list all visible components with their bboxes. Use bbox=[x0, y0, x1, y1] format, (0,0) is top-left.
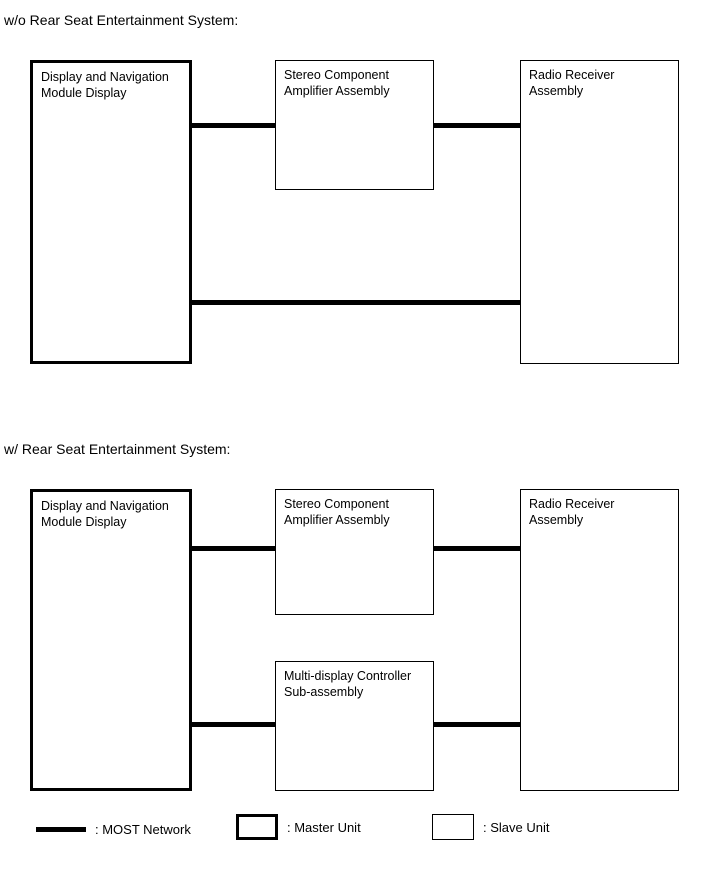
unit-box-radio-receiver-assembly-d1[interactable]: Radio Receiver Assembly bbox=[520, 60, 679, 364]
unit-box-stereo-component-amplifier-assembly-d2[interactable]: Stereo Component Amplifier Assembly bbox=[275, 489, 434, 615]
legend-label-master-unit: : Master Unit bbox=[287, 819, 361, 835]
unit-label: Display and Navigation Module Display bbox=[41, 499, 169, 529]
unit-box-display-and-navigation-module-display-d1[interactable]: Display and Navigation Module Display bbox=[30, 60, 192, 364]
legend-item-master-unit: : Master Unit bbox=[236, 813, 361, 841]
unit-label: Display and Navigation Module Display bbox=[41, 70, 169, 100]
unit-label: Multi-display Controller Sub-assembly bbox=[284, 669, 412, 699]
unit-box-stereo-component-amplifier-assembly-d1[interactable]: Stereo Component Amplifier Assembly bbox=[275, 60, 434, 190]
unit-box-display-and-navigation-module-display-d2[interactable]: Display and Navigation Module Display bbox=[30, 489, 192, 791]
legend-item-most-network: : MOST Network bbox=[36, 815, 191, 843]
legend-label-slave-unit: : Slave Unit bbox=[483, 819, 550, 835]
most-network-line-d2-amplifier-to-radio bbox=[432, 546, 522, 551]
unit-box-radio-receiver-assembly-d2[interactable]: Radio Receiver Assembly bbox=[520, 489, 679, 791]
unit-label: Radio Receiver Assembly bbox=[529, 497, 615, 527]
most-network-line-d2-display-to-amplifier bbox=[190, 546, 277, 551]
most-network-line-d2-display-to-multidisplay-controller bbox=[190, 722, 277, 727]
unit-label: Radio Receiver Assembly bbox=[529, 68, 615, 98]
most-network-line-d1-display-to-amplifier bbox=[190, 123, 277, 128]
legend-label-most-network: : MOST Network bbox=[95, 821, 191, 837]
legend: : MOST Network : Master Unit : Slave Uni… bbox=[0, 805, 713, 865]
section-title-with-rse: w/ Rear Seat Entertainment System: bbox=[4, 441, 231, 457]
unit-box-multi-display-controller-sub-assembly-d2[interactable]: Multi-display Controller Sub-assembly bbox=[275, 661, 434, 791]
master-unit-box-icon bbox=[236, 814, 278, 840]
most-network-line-d1-amplifier-to-radio bbox=[432, 123, 522, 128]
most-network-line-d1-display-to-radio bbox=[190, 300, 522, 305]
most-network-line-icon bbox=[36, 826, 86, 832]
legend-item-slave-unit: : Slave Unit bbox=[432, 813, 549, 841]
unit-label: Stereo Component Amplifier Assembly bbox=[284, 497, 390, 527]
most-network-line-d2-multidisplay-controller-to-radio bbox=[432, 722, 522, 727]
unit-label: Stereo Component Amplifier Assembly bbox=[284, 68, 390, 98]
section-title-without-rse: w/o Rear Seat Entertainment System: bbox=[4, 12, 239, 28]
slave-unit-box-icon bbox=[432, 814, 474, 840]
